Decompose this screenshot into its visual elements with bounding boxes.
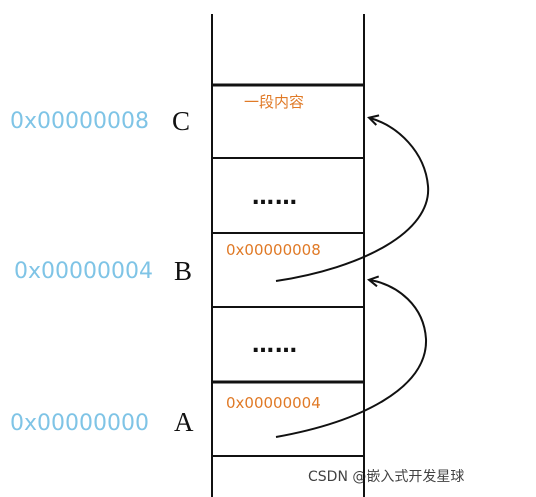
ellipsis-lower: …… <box>252 333 298 358</box>
address-label-c: 0x00000008 <box>10 109 149 134</box>
address-label-a: 0x00000000 <box>10 411 149 436</box>
ellipsis-upper: …… <box>252 185 298 210</box>
cell-content-a: 0x00000004 <box>226 394 321 412</box>
memory-letter-b: B <box>174 256 192 286</box>
address-label-b: 0x00000004 <box>14 259 153 284</box>
memory-letter-c: C <box>172 106 190 136</box>
cell-content-c: 一段内容 <box>244 93 304 111</box>
pointer-arrow-a-to-b <box>275 280 428 438</box>
cell-content-b: 0x00000008 <box>226 241 321 259</box>
watermark-text: CSDN @嵌入式开发星球 <box>308 469 464 485</box>
pointer-arrow-b-to-c <box>275 118 430 282</box>
memory-letter-a: A <box>174 407 194 437</box>
